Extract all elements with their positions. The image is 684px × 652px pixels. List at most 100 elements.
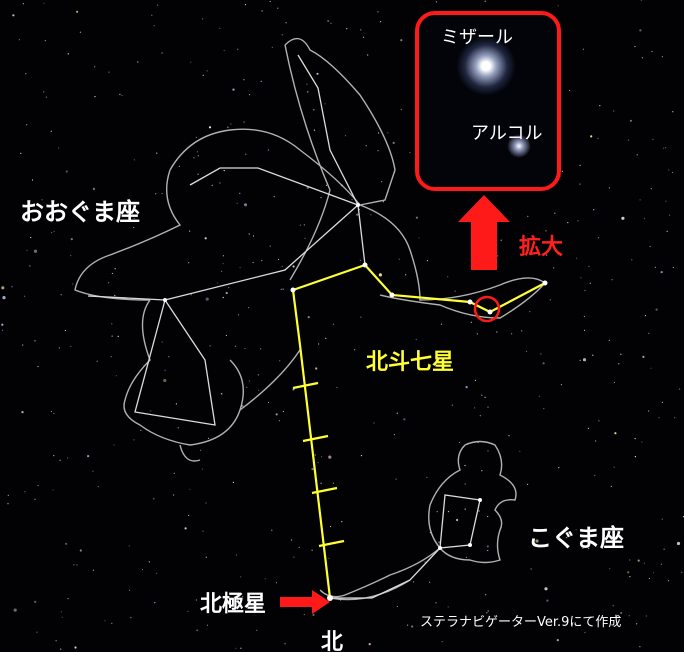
background-star <box>189 488 191 490</box>
background-star <box>22 3 24 5</box>
background-star <box>161 341 163 343</box>
background-star <box>133 439 135 441</box>
background-star <box>293 556 295 558</box>
big-dipper-lines <box>291 263 546 346</box>
background-star <box>318 343 320 345</box>
background-star <box>137 61 139 63</box>
background-star <box>426 260 429 262</box>
background-star <box>456 518 459 522</box>
background-star <box>608 339 610 341</box>
background-star <box>45 96 48 98</box>
background-star <box>205 297 209 301</box>
background-star <box>455 620 457 622</box>
background-star <box>639 29 642 32</box>
background-star <box>121 94 123 97</box>
background-star <box>50 130 52 132</box>
background-star <box>306 186 309 189</box>
background-star <box>594 474 596 476</box>
background-star <box>271 46 273 49</box>
background-star <box>258 389 260 391</box>
background-star <box>235 647 237 649</box>
background-star <box>117 335 119 337</box>
ursa-major-label: おおぐま座 <box>20 198 140 226</box>
background-star <box>478 510 480 512</box>
background-star <box>610 485 612 487</box>
background-star <box>130 617 132 619</box>
background-star <box>177 427 179 429</box>
background-star <box>614 432 617 435</box>
background-star <box>237 314 240 316</box>
background-star <box>61 616 63 618</box>
background-star <box>378 132 380 134</box>
background-star <box>609 568 611 570</box>
background-star <box>243 79 245 81</box>
background-star <box>325 184 328 186</box>
background-star <box>575 257 578 259</box>
background-star <box>484 0 486 2</box>
background-star <box>639 199 641 201</box>
background-star <box>76 10 79 13</box>
background-star <box>281 34 283 36</box>
background-star <box>30 236 32 239</box>
background-star <box>429 581 431 583</box>
background-star <box>222 263 224 265</box>
background-star <box>53 230 55 233</box>
background-star <box>411 625 414 628</box>
background-star <box>225 291 228 295</box>
background-star <box>618 363 620 365</box>
background-star <box>487 515 489 518</box>
background-star <box>577 220 579 222</box>
background-star <box>650 188 652 190</box>
background-star <box>236 202 238 204</box>
background-star <box>679 388 681 390</box>
background-star <box>485 594 487 596</box>
background-star <box>359 259 361 261</box>
background-star <box>387 132 389 134</box>
background-star <box>396 412 398 414</box>
background-star <box>284 643 286 645</box>
big-dipper-label: 北斗七星 <box>366 350 455 375</box>
background-star <box>553 267 555 269</box>
background-star <box>64 329 66 332</box>
background-star <box>325 337 327 339</box>
background-star <box>246 386 248 388</box>
background-star <box>508 435 510 437</box>
background-star <box>668 169 670 171</box>
background-star <box>669 214 671 216</box>
background-star <box>79 31 81 33</box>
background-star <box>173 472 175 474</box>
background-star <box>58 347 61 349</box>
background-star <box>441 641 443 643</box>
background-star <box>641 441 643 443</box>
background-star <box>227 126 229 128</box>
background-star <box>108 71 110 73</box>
background-star <box>629 576 631 578</box>
background-star <box>365 145 367 147</box>
background-star <box>113 444 115 446</box>
background-star <box>243 203 248 207</box>
background-star <box>184 527 187 530</box>
background-star <box>426 476 428 478</box>
background-star <box>303 614 305 616</box>
background-star <box>631 259 633 261</box>
background-star <box>666 230 668 232</box>
background-star <box>133 226 135 229</box>
background-star <box>627 139 630 141</box>
background-star <box>655 308 658 311</box>
background-star <box>168 356 170 358</box>
background-star <box>234 345 237 347</box>
background-star <box>658 417 660 419</box>
background-star <box>405 274 407 276</box>
background-star <box>97 486 99 488</box>
background-star <box>665 147 667 149</box>
background-star <box>24 491 26 493</box>
background-star <box>549 299 551 301</box>
background-star <box>313 109 315 111</box>
background-star <box>612 605 614 607</box>
background-star <box>189 230 191 232</box>
background-star <box>59 459 61 461</box>
pointer-line <box>292 344 345 599</box>
background-star <box>70 255 72 257</box>
background-star <box>367 54 369 56</box>
background-star <box>43 2 45 4</box>
